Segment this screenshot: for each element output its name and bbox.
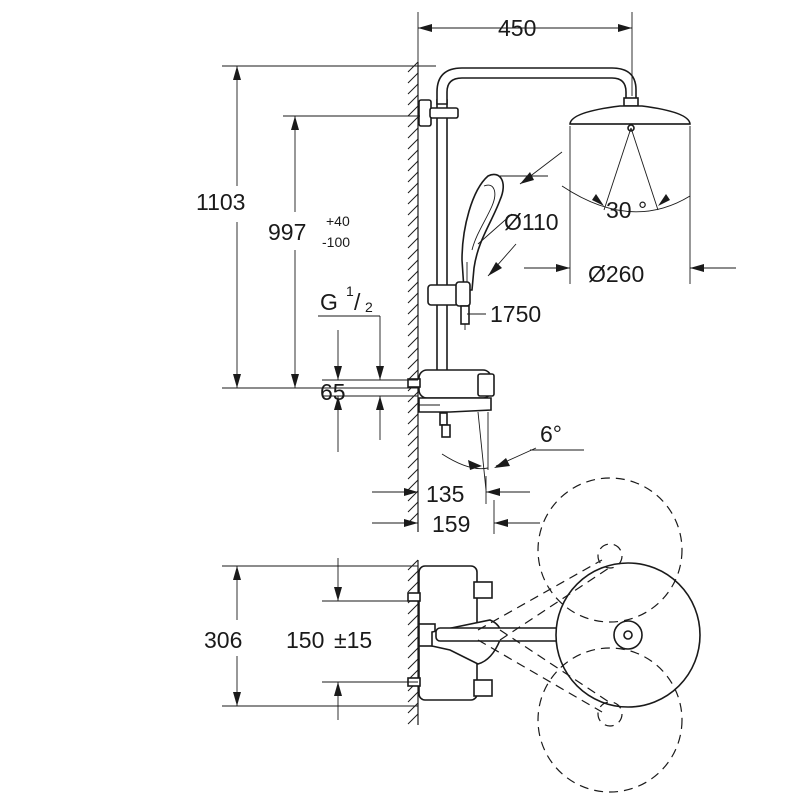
hatch-stroke — [407, 127, 419, 139]
hatch-stroke — [407, 446, 419, 458]
dimension-lines — [222, 12, 736, 720]
hatch-stroke — [407, 259, 419, 271]
dim-150-tolerance: ±15 — [334, 627, 372, 653]
hatch-stroke — [407, 281, 419, 293]
hatch-stroke — [407, 116, 419, 128]
thermostat-top-view — [407, 562, 701, 708]
hatch-stroke — [407, 171, 419, 183]
hatch-stroke — [407, 658, 419, 670]
wall-top-view — [407, 559, 419, 725]
hatch-stroke — [407, 691, 419, 703]
hatch-stroke — [407, 72, 419, 84]
hatch-stroke — [407, 559, 419, 571]
wall-side-view — [407, 61, 419, 532]
hatch-stroke — [407, 468, 419, 480]
hatch-stroke — [407, 457, 419, 469]
hatch-stroke — [407, 292, 419, 304]
dim-997-tol-minus: -100 — [322, 234, 350, 250]
hatch-stroke — [407, 391, 419, 403]
hatch-stroke — [407, 83, 419, 95]
dim-1750: 1750 — [490, 301, 541, 327]
hatch-stroke — [407, 490, 419, 502]
dim-150: 150 — [286, 627, 324, 653]
dim-159: 159 — [432, 511, 470, 537]
hatch-stroke — [407, 603, 419, 615]
thread-denominator: 2 — [365, 299, 373, 315]
hatch-stroke — [407, 138, 419, 150]
hatch-stroke — [407, 647, 419, 659]
hatch-stroke — [407, 61, 419, 73]
hatch-stroke — [407, 402, 419, 414]
wall-hatch-icon — [407, 61, 419, 524]
hatch-stroke — [407, 713, 419, 725]
hatch-stroke — [407, 270, 419, 282]
hatch-stroke — [407, 413, 419, 425]
slider-holder — [427, 281, 471, 330]
dim-65: 65 — [320, 379, 346, 405]
dim-450: 450 — [498, 15, 536, 41]
hatch-stroke — [407, 570, 419, 582]
dim-diameter-260: Ø260 — [588, 261, 644, 287]
head-shower-icon — [569, 97, 691, 132]
hatch-stroke — [407, 424, 419, 436]
shower-column — [418, 67, 637, 386]
hatch-stroke — [407, 204, 419, 216]
dim-997-tol-plus: +40 — [326, 213, 350, 229]
hatch-stroke — [407, 347, 419, 359]
hand-shower-icon — [461, 173, 504, 291]
dim-306: 306 — [204, 627, 242, 653]
hatch-stroke — [407, 237, 419, 249]
hatch-stroke — [407, 636, 419, 648]
hatch-stroke — [407, 226, 419, 238]
thread-g: G — [320, 289, 338, 315]
hatch-stroke — [407, 336, 419, 348]
hatch-stroke — [407, 193, 419, 205]
hatch-stroke — [407, 160, 419, 172]
dim-997: 997 — [268, 219, 306, 245]
hatch-stroke — [407, 702, 419, 714]
hatch-stroke — [407, 149, 419, 161]
hatch-stroke — [407, 358, 419, 370]
dim-1103: 1103 — [196, 189, 245, 215]
dim-135: 135 — [426, 481, 464, 507]
hatch-stroke — [407, 325, 419, 337]
hatch-stroke — [407, 94, 419, 106]
thread-numerator: 1 — [346, 283, 354, 299]
hatch-stroke — [407, 479, 419, 491]
thread-slash: / — [354, 289, 361, 315]
swivel-range — [477, 477, 683, 793]
hatch-stroke — [407, 314, 419, 326]
hatch-stroke — [407, 303, 419, 315]
hatch-stroke — [407, 248, 419, 260]
hatch-stroke — [407, 435, 419, 447]
hatch-stroke — [407, 105, 419, 117]
dim-diameter-110: Ø110 — [504, 209, 559, 235]
hatch-stroke — [407, 182, 419, 194]
hatch-stroke — [407, 614, 419, 626]
hatch-stroke — [407, 215, 419, 227]
hatch-stroke — [407, 625, 419, 637]
dim-angle-30: 30 ° — [606, 197, 647, 223]
dimension-labels: 450 1103 997 +40 -100 G 1 / 2 Ø110 Ø260 … — [196, 15, 647, 653]
hatch-stroke — [407, 501, 419, 513]
hatch-stroke — [407, 581, 419, 593]
wall-hatch-icon — [407, 559, 419, 725]
thermostat-icon — [407, 369, 495, 438]
dim-angle-6: 6° — [540, 421, 562, 447]
